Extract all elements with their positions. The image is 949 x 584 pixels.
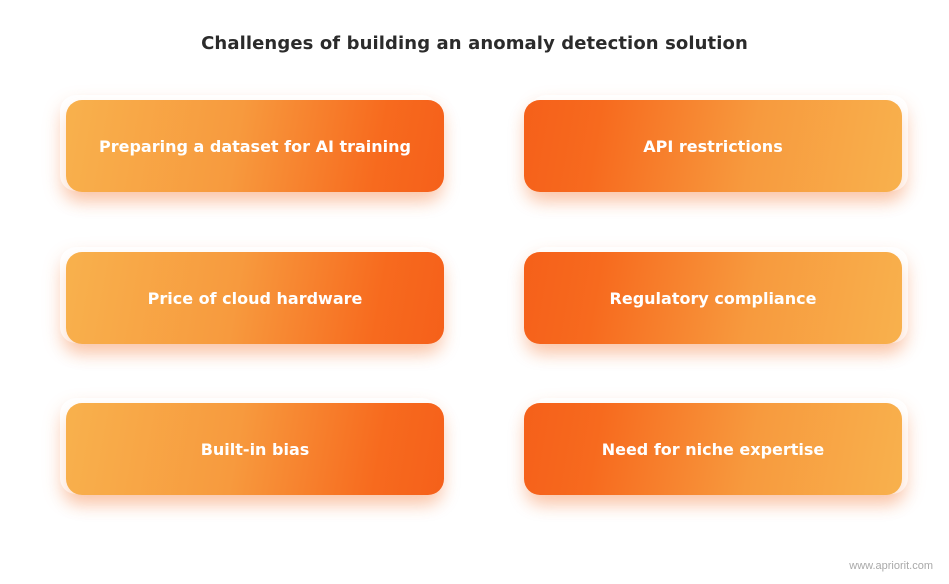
challenge-card-bias: Built-in bias <box>60 398 450 499</box>
challenge-card-api: API restrictions <box>524 95 908 196</box>
challenge-label: Preparing a dataset for AI training <box>66 100 444 192</box>
challenge-label: API restrictions <box>524 100 902 192</box>
challenge-label: Regulatory compliance <box>524 252 902 344</box>
challenge-card-compliance: Regulatory compliance <box>524 247 908 348</box>
challenge-label: Price of cloud hardware <box>66 252 444 344</box>
watermark: www.apriorit.com <box>849 560 933 572</box>
challenge-label: Need for niche expertise <box>524 403 902 495</box>
diagram-title: Challenges of building an anomaly detect… <box>201 33 748 54</box>
challenge-card-expertise: Need for niche expertise <box>524 398 908 499</box>
challenge-label: Built-in bias <box>66 403 444 495</box>
challenge-card-cloud-hardware: Price of cloud hardware <box>60 247 450 348</box>
challenge-card-dataset: Preparing a dataset for AI training <box>60 95 450 196</box>
